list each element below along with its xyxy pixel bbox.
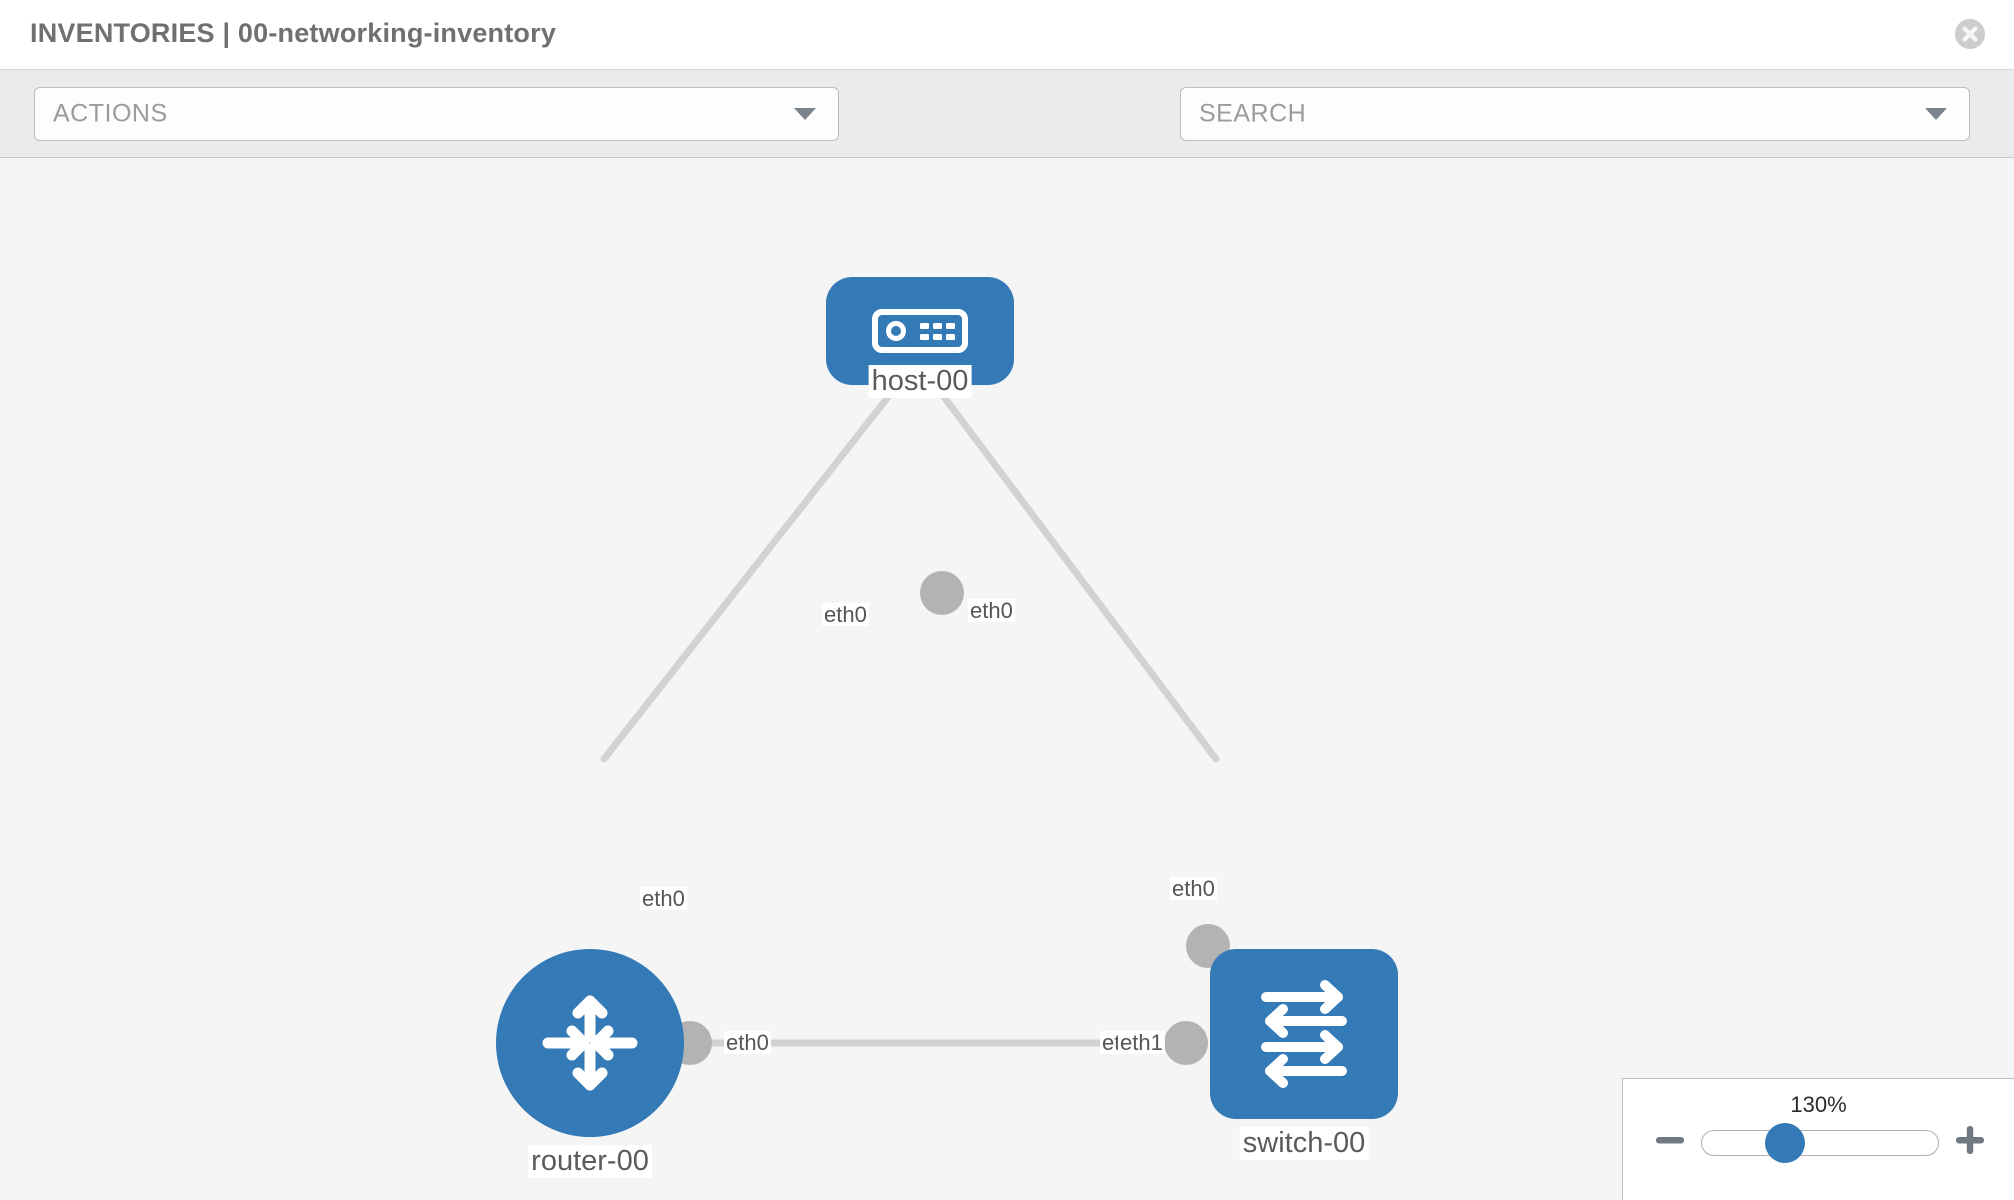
edge-label-router00-eth0: eth0 bbox=[724, 1030, 771, 1055]
switch-node-shape bbox=[1210, 949, 1398, 1119]
server-icon bbox=[872, 309, 968, 353]
edge-label-router00-uplink: eth0 bbox=[640, 886, 687, 911]
actions-dropdown[interactable]: ACTIONS bbox=[34, 87, 839, 141]
zoom-slider-track[interactable] bbox=[1701, 1130, 1939, 1156]
port-host00-eth0[interactable] bbox=[920, 571, 964, 615]
node-label-host-00: host-00 bbox=[868, 365, 972, 398]
router-node-shape bbox=[496, 949, 684, 1137]
search-placeholder: SEARCH bbox=[1199, 99, 1307, 128]
zoom-level-value: 130% bbox=[1790, 1092, 1847, 1117]
node-label-router-00: router-00 bbox=[528, 1145, 652, 1178]
node-router-00[interactable]: router-00 bbox=[496, 949, 684, 1178]
chevron-down-icon bbox=[794, 108, 816, 120]
router-arrows-icon bbox=[542, 995, 638, 1091]
search-input[interactable]: SEARCH bbox=[1180, 87, 1970, 141]
edge-host00-router00 bbox=[600, 393, 892, 763]
page-header: INVENTORIES | 00-networking-inventory bbox=[0, 0, 2014, 70]
switch-arrows-icon bbox=[1261, 980, 1347, 1088]
plus-icon[interactable] bbox=[1953, 1123, 1987, 1157]
zoom-control-panel: 130% bbox=[1622, 1078, 2014, 1200]
edge-label-switch00-uplink: eth0 bbox=[1170, 876, 1217, 901]
topology-canvas[interactable]: host-00 bbox=[0, 159, 2014, 1200]
page-title: INVENTORIES | 00-networking-inventory bbox=[30, 18, 557, 48]
zoom-slider-thumb[interactable] bbox=[1765, 1123, 1805, 1163]
minus-icon[interactable] bbox=[1653, 1123, 1687, 1157]
edge-host00-switch00 bbox=[940, 393, 1220, 763]
node-switch-00[interactable]: switch-00 bbox=[1210, 949, 1398, 1160]
toolbar: ACTIONS SEARCH bbox=[0, 70, 2014, 195]
chevron-down-icon[interactable] bbox=[1925, 108, 1947, 120]
edge-label-switch00-eth1: eth1 bbox=[1118, 1030, 1165, 1055]
node-label-switch-00: switch-00 bbox=[1239, 1127, 1369, 1160]
port-switch00-eth1[interactable] bbox=[1164, 1021, 1208, 1065]
edge-label-host00-right: eth0 bbox=[968, 598, 1015, 623]
node-host-00[interactable]: host-00 bbox=[826, 277, 1014, 398]
close-icon[interactable] bbox=[1954, 18, 1986, 50]
edge-label-host00-left: eth0 bbox=[822, 602, 869, 627]
actions-dropdown-label: ACTIONS bbox=[53, 99, 168, 128]
